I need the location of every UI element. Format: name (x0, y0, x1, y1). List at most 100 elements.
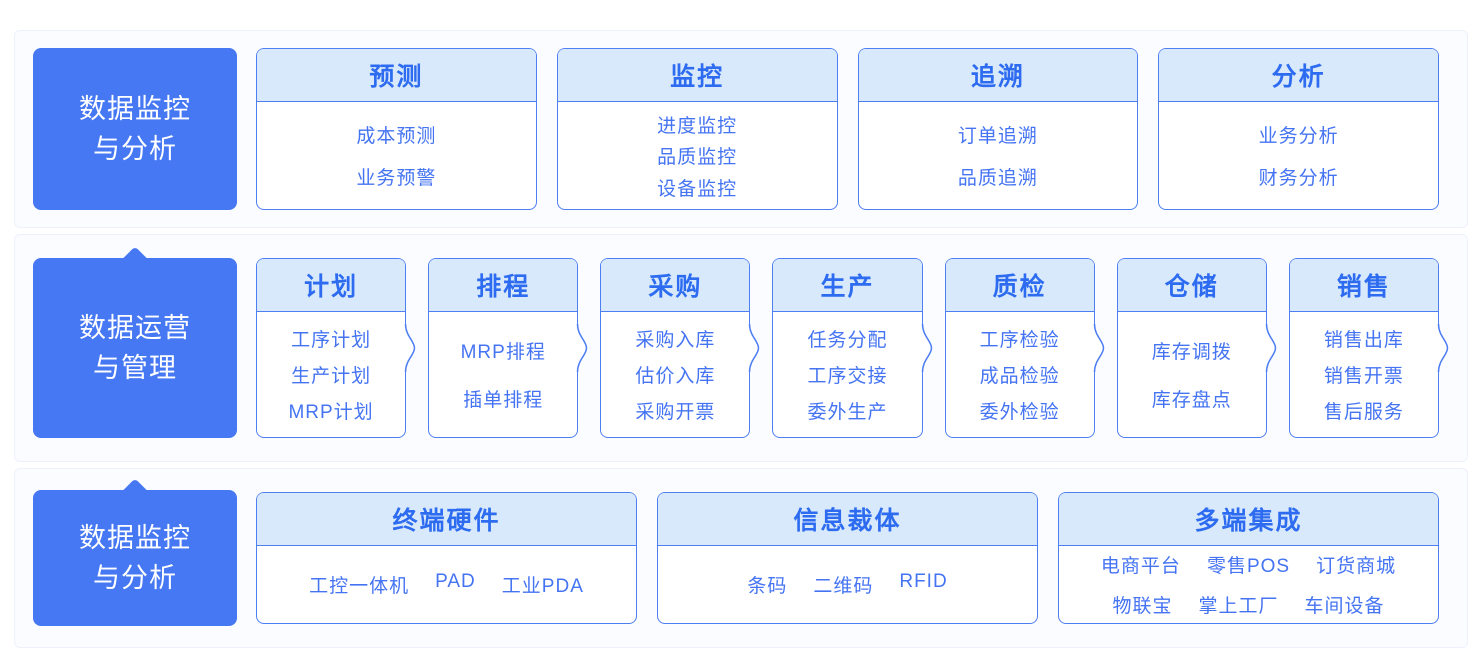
card-item: 工序交接 (807, 366, 888, 387)
card-item: 插单排程 (463, 390, 544, 411)
card-title: 终端硬件 (392, 507, 501, 535)
card-item: 品质监控 (657, 147, 738, 168)
card-title: 预测 (369, 63, 424, 91)
card-title: 信息裁体 (793, 507, 902, 535)
label-top-notch (119, 478, 151, 510)
card-quality-check-header: 质检 (945, 259, 1094, 312)
card-sales-header: 销售 (1289, 259, 1438, 312)
card-scheduling-body: MRP排程 插单排程 (429, 312, 577, 437)
card-info-carrier-header: 信息裁体 (658, 493, 1037, 546)
item-line: 物联宝 掌上工厂 车间设备 (1112, 591, 1384, 618)
card-item: 业务分析 (1258, 126, 1339, 147)
card-warehouse-body: 库存调拨 库存盘点 (1118, 312, 1266, 437)
card-item: 工序计划 (291, 330, 372, 351)
card-item: 工序检验 (979, 330, 1060, 351)
row-label-line1: 数据监控 (79, 522, 191, 553)
card-item: 零售POS (1206, 556, 1291, 577)
row-panel-monitoring-analysis: 数据监控 与分析 预测 成本预测 业务预警 监控 进度监控 品质监控 (14, 30, 1468, 228)
card-info-carrier: 信息裁体 条码 二维码 RFID (657, 492, 1038, 624)
card-forecast-body: 成本预测 业务预警 (257, 102, 536, 209)
card-item: 任务分配 (807, 330, 888, 351)
row3-cards: 终端硬件 工控一体机 PAD 工业PDA 信息裁体 条码 (256, 492, 1439, 624)
card-item: 售后服务 (1323, 402, 1404, 423)
card-info-carrier-body: 条码 二维码 RFID (658, 546, 1037, 623)
card-item: 设备监控 (657, 178, 738, 200)
card-terminal-hardware-header: 终端硬件 (257, 493, 636, 546)
card-item: 采购入库 (635, 330, 716, 351)
card-title: 追溯 (970, 63, 1025, 91)
card-warehouse: 仓储 库存调拨 库存盘点 (1116, 258, 1277, 438)
card-item: 品质追溯 (957, 168, 1038, 189)
card-item: 库存调拨 (1151, 342, 1232, 363)
card-item: 订单追溯 (957, 126, 1038, 147)
card-scheduling: 排程 MRP排程 插单排程 (428, 258, 588, 438)
card-production-body: 任务分配 工序交接 委外生产 (773, 312, 921, 437)
card-analysis: 分析 业务分析 财务分析 (1158, 48, 1439, 210)
card-item: 委外生产 (807, 402, 888, 423)
card-item: 电商平台 (1100, 556, 1181, 577)
card-item: 车间设备 (1304, 596, 1385, 617)
card-title: 排程 (476, 273, 531, 301)
card-multi-terminal-integration-body: 电商平台 零售POS 订货商城 物联宝 掌上工厂 车间设备 (1059, 546, 1438, 623)
diagram-root: 数据监控 与分析 预测 成本预测 业务预警 监控 进度监控 品质监控 (14, 30, 1468, 648)
card-item: 采购开票 (635, 402, 716, 423)
card-item: 物联宝 (1112, 596, 1173, 617)
card-forecast-header: 预测 (257, 49, 536, 102)
card-item: MRP排程 (460, 342, 546, 363)
card-sales: 销售 销售出库 销售开票 售后服务 (1288, 258, 1449, 438)
card-item: PAD (435, 571, 476, 592)
row-label-line1: 数据运营 (79, 312, 191, 343)
card-planning-body: 工序计划 生产计划 MRP计划 (257, 312, 405, 437)
row-panel-terminal-integration: 数据监控 与分析 终端硬件 工控一体机 PAD 工业PDA 信息裁体 (14, 468, 1468, 648)
card-tracing: 追溯 订单追溯 品质追溯 (857, 48, 1139, 210)
card-monitoring: 监控 进度监控 品质监控 设备监控 (556, 48, 838, 210)
card-quality-check: 质检 工序检验 成品检验 委外检验 (944, 258, 1104, 438)
card-production: 生产 任务分配 工序交接 委外生产 (772, 258, 932, 438)
card-item: 财务分析 (1258, 168, 1339, 189)
card-title: 生产 (820, 273, 875, 301)
row-label-line1: 数据监控 (79, 93, 191, 124)
row2-cards: 计划 工序计划 生产计划 MRP计划 排程 MRP排程 插单排程 (256, 258, 1449, 438)
card-item: 工控一体机 (309, 576, 410, 597)
card-warehouse-header: 仓储 (1117, 259, 1266, 312)
card-title: 分析 (1271, 63, 1326, 91)
card-item: 二维码 (813, 576, 874, 597)
card-planning-header: 计划 (257, 259, 406, 312)
card-terminal-hardware-body: 工控一体机 PAD 工业PDA (257, 546, 636, 623)
card-item: 库存盘点 (1151, 390, 1232, 411)
card-quality-check-body: 工序检验 成品检验 委外检验 (946, 312, 1094, 437)
card-item: 掌上工厂 (1198, 596, 1279, 617)
item-line: 电商平台 零售POS 订货商城 (1101, 551, 1396, 578)
row-label-data-operations-management: 数据运营 与管理 (33, 246, 237, 438)
card-item: MRP计划 (288, 402, 374, 423)
card-item: 订货商城 (1316, 556, 1397, 577)
card-item: 业务预警 (356, 168, 437, 189)
card-title: 采购 (648, 273, 703, 301)
card-title: 多端集成 (1194, 507, 1303, 535)
card-monitoring-body: 进度监控 品质监控 设备监控 (558, 102, 837, 209)
card-planning: 计划 工序计划 生产计划 MRP计划 (256, 258, 416, 438)
card-scheduling-header: 排程 (429, 259, 578, 312)
card-tracing-body: 订单追溯 品质追溯 (859, 102, 1138, 209)
card-purchasing: 采购 采购入库 估价入库 采购开票 (600, 258, 760, 438)
card-item: 销售开票 (1323, 366, 1404, 387)
card-title: 质检 (992, 273, 1047, 301)
item-line: 条码 二维码 RFID (747, 571, 947, 598)
row-label-line2: 与分析 (93, 563, 177, 593)
label-top-notch (119, 246, 151, 278)
card-title: 销售 (1336, 273, 1391, 301)
card-title: 仓储 (1164, 273, 1219, 301)
row-label-line2: 与分析 (93, 134, 177, 164)
card-purchasing-body: 采购入库 估价入库 采购开票 (601, 312, 749, 437)
card-item: 进度监控 (657, 115, 738, 137)
card-item: 成品检验 (979, 366, 1060, 387)
card-multi-terminal-integration: 多端集成 电商平台 零售POS 订货商城 物联宝 掌上工厂 车间设备 (1058, 492, 1439, 624)
card-multi-terminal-integration-header: 多端集成 (1059, 493, 1438, 546)
row1-cards: 预测 成本预测 业务预警 监控 进度监控 品质监控 设备监控 (256, 48, 1439, 210)
card-title: 监控 (670, 63, 725, 91)
card-analysis-header: 分析 (1159, 49, 1438, 102)
card-production-header: 生产 (773, 259, 922, 312)
item-line: 工控一体机 PAD 工业PDA (309, 571, 584, 598)
row-label-data-monitoring-analysis-2: 数据监控 与分析 (33, 478, 237, 626)
card-sales-body: 销售出库 销售开票 售后服务 (1290, 312, 1438, 437)
